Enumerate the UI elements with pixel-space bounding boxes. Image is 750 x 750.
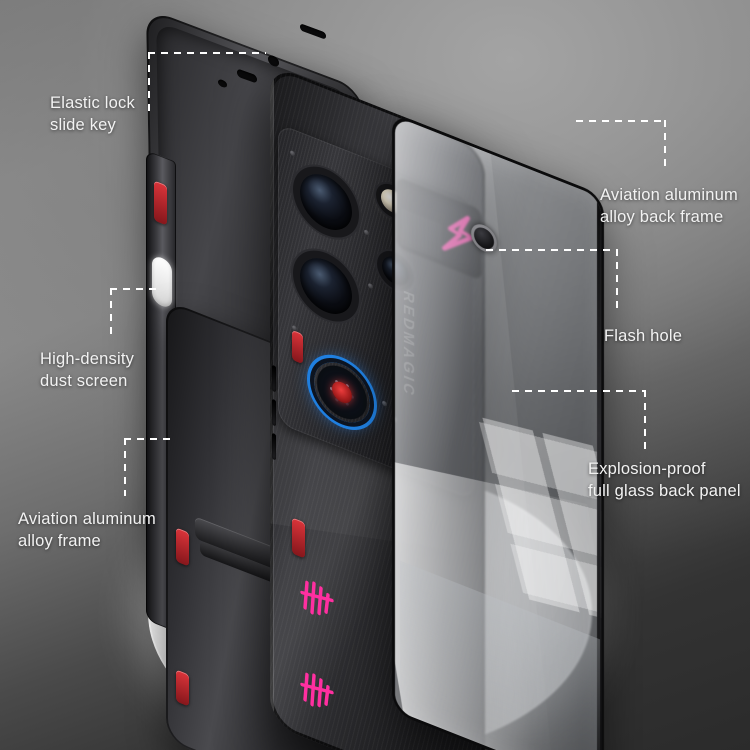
label-flash-hole: Flash hole [604, 327, 683, 345]
phone-side-rail [270, 64, 274, 726]
frame-cutout-icon [300, 23, 326, 40]
label-explosion-proof-full-glass-back-panel: Explosion-proof full glass back panel [588, 460, 741, 500]
label-aviation-aluminum-alloy-back-frame: Aviation aluminum alloy back frame [600, 186, 738, 226]
glass-brand-text: REDMAGIC [400, 288, 417, 401]
phone-vent [272, 398, 276, 427]
pink-claw-logo-icon [300, 672, 334, 708]
elastic-lock-slide-key-part [154, 180, 167, 226]
label-high-density-dust-screen: High-density dust screen [40, 350, 135, 390]
phone-vent [272, 432, 276, 461]
elastic-lock-slide-key-part [292, 517, 305, 559]
label-aviation-aluminum-alloy-frame: Aviation aluminum alloy frame [18, 510, 156, 550]
elastic-lock-slide-key-part [292, 329, 303, 365]
label-elastic-lock-slide-key: Elastic lock slide key [50, 94, 135, 134]
pink-claw-logo-icon [300, 580, 334, 616]
elastic-lock-slide-key-part [176, 669, 189, 707]
elastic-lock-slide-key-part [176, 527, 189, 567]
fan-hub [332, 378, 352, 407]
phone-vent [272, 364, 276, 393]
